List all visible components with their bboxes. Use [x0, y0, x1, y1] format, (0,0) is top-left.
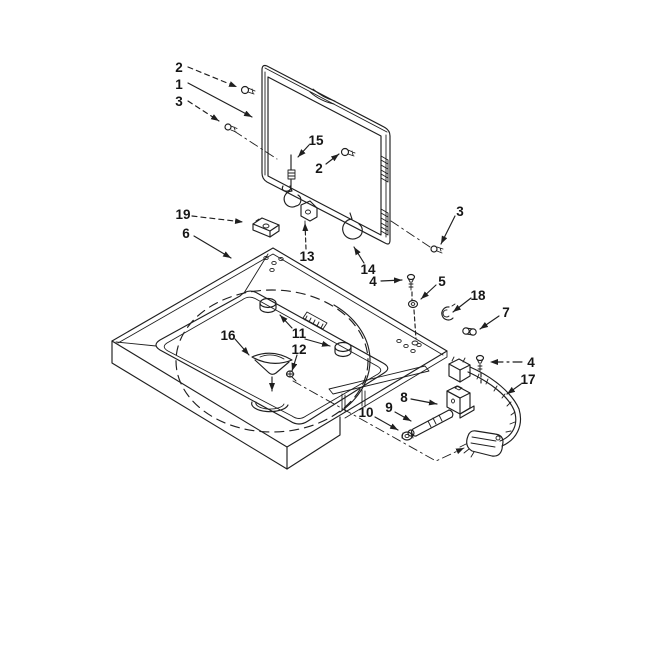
lid-opening-circle: [175, 289, 369, 433]
callout-14-label: 14: [360, 262, 376, 277]
screw-lid-top-left: [240, 85, 256, 95]
callout-6-label: 6: [182, 226, 190, 241]
switch-slot: [328, 365, 430, 412]
callout-18-label: 18: [470, 288, 486, 303]
screw-lid-lower-right: [430, 245, 444, 254]
leader-3b: [440, 215, 456, 245]
harness-plug: [459, 430, 504, 458]
callout-16-label: 16: [220, 328, 236, 343]
lid-switch: [446, 385, 475, 419]
deck-holes: [396, 338, 422, 354]
callout-4a-label: 4: [369, 274, 377, 289]
lid-hinge-strip-lower: [380, 208, 389, 236]
lid-handle-recess: [309, 91, 335, 105]
leader-11b: [304, 338, 331, 347]
leader-3a: [187, 100, 220, 122]
axis-3a: [233, 130, 278, 160]
lid-frame: [261, 64, 391, 245]
callout-8-label: 8: [400, 390, 408, 405]
leader-11a: [279, 314, 293, 329]
callout-4b-label: 4: [527, 355, 535, 370]
leader-9: [394, 411, 412, 422]
leader-1: [187, 82, 253, 118]
leader-6: [193, 235, 232, 259]
leader-2a: [187, 66, 238, 88]
callout-7-label: 7: [502, 305, 510, 320]
screw-lid-right: [340, 147, 356, 157]
hinge-bracket: [300, 200, 318, 227]
callout-11-label: 11: [292, 326, 307, 341]
dispenser-cup: [251, 401, 289, 413]
leader-15: [297, 144, 310, 158]
leader-14: [353, 246, 365, 264]
leader-8: [410, 398, 438, 406]
axis-3b: [390, 220, 431, 248]
leader-16: [234, 338, 250, 356]
wire-harness: [448, 356, 521, 458]
callout-5-label: 5: [438, 274, 446, 289]
callout-labels: 2 1 3 15 2 3 19 6 13 14 4 5 18 7 16 11 1…: [175, 60, 535, 420]
leader-lines: [187, 66, 523, 462]
leader-19: [191, 215, 244, 225]
opening-screw: [285, 370, 297, 382]
leader-2b: [325, 153, 340, 165]
hinge-hooks: [283, 185, 363, 240]
leader-17: [506, 383, 522, 395]
bleach-funnel: [251, 352, 293, 375]
harness-connector: [448, 356, 471, 383]
opening-pads: [259, 297, 352, 358]
callout-3b-label: 3: [456, 204, 464, 219]
callout-2a-label: 2: [175, 60, 183, 75]
lid-hinge-strip-upper: [380, 155, 389, 183]
callout-2b-label: 2: [315, 161, 323, 176]
callout-17-label: 17: [520, 372, 535, 387]
leader-7: [479, 315, 500, 330]
molded-text-strip: [302, 311, 328, 330]
callout-3a-label: 3: [175, 94, 183, 109]
leader-18: [452, 297, 472, 313]
screw-lid-left: [224, 123, 238, 133]
callout-19-label: 19: [175, 207, 190, 222]
callout-10-label: 10: [358, 405, 373, 420]
leader-13: [302, 222, 309, 250]
leader-5: [420, 284, 437, 300]
callout-12-label: 12: [291, 342, 306, 357]
rear-corner-holes: [263, 255, 284, 273]
hinge-spring: [281, 154, 296, 192]
top-panel: [111, 247, 448, 470]
screw-switch: [475, 354, 485, 384]
screw-rear-deck: [406, 273, 416, 301]
callout-13-label: 13: [299, 249, 315, 264]
lid-screws: [224, 85, 444, 254]
callout-9-label: 9: [385, 400, 393, 415]
callout-15-label: 15: [308, 133, 324, 148]
lid-strike: [252, 217, 280, 238]
leader-4a: [380, 277, 403, 284]
washer: [407, 299, 419, 340]
actuator-nut: [401, 431, 414, 441]
assembly-line-plug: [292, 380, 465, 462]
push-fastener: [462, 327, 477, 336]
leader-10: [374, 416, 399, 431]
leader-12: [291, 354, 298, 372]
switch-actuator: [407, 409, 454, 437]
callout-1-label: 1: [175, 77, 183, 92]
